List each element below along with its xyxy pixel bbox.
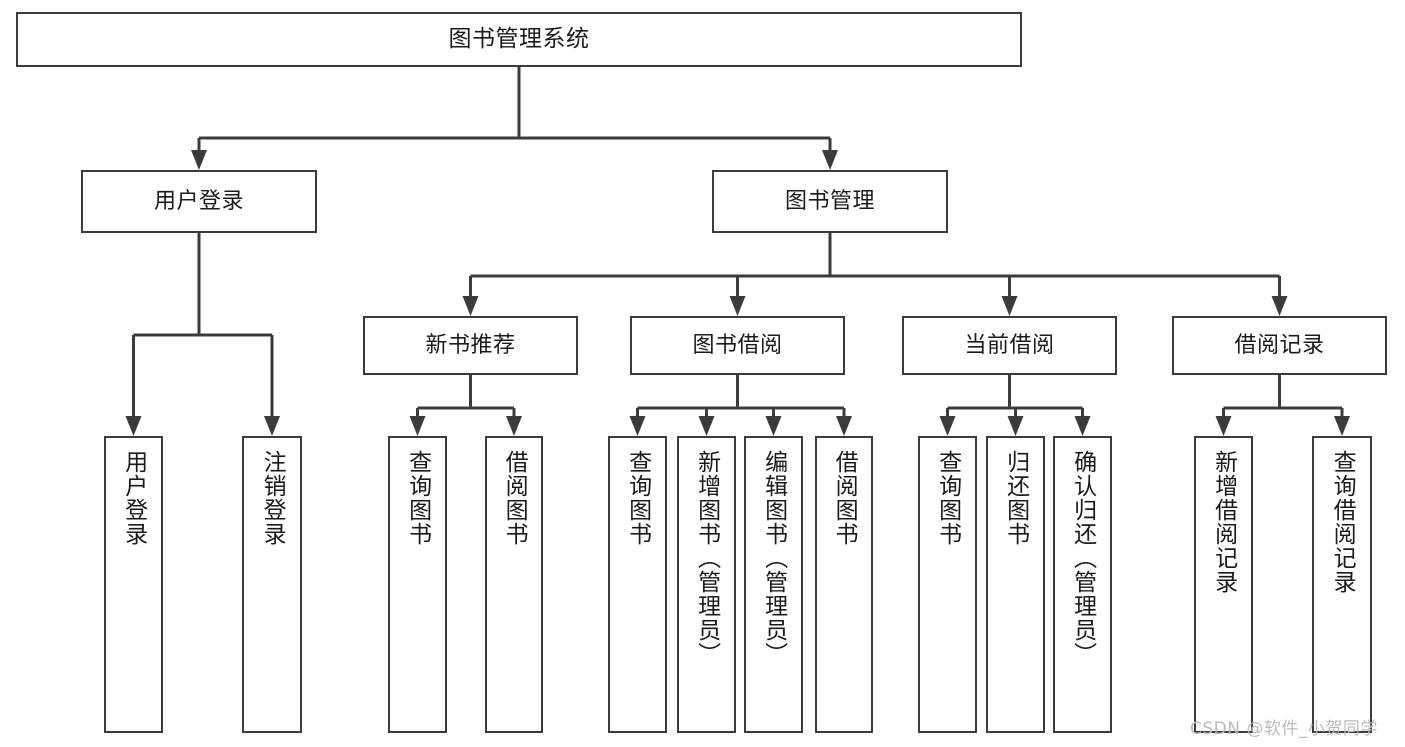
arrow-head-icon — [191, 150, 207, 170]
node-label: 新书推荐 — [425, 332, 516, 358]
node-label: 查询图书 — [404, 450, 431, 546]
arrow-head-icon — [1007, 416, 1024, 436]
node-book-borrow[interactable]: 图书借阅 — [630, 316, 845, 375]
arrow-head-icon — [1271, 296, 1288, 316]
node-leaf-return-book[interactable]: 归还图书 — [986, 436, 1045, 733]
node-label: 新增借阅记录 — [1210, 450, 1237, 594]
node-label: 编辑图书（管理员） — [760, 450, 787, 666]
arrow-head-icon — [125, 416, 142, 436]
node-label: 用户登录 — [120, 450, 147, 546]
node-label: 借阅图书 — [831, 450, 858, 546]
node-label: 用户登录 — [153, 188, 244, 214]
arrow-head-icon — [1215, 416, 1232, 436]
node-leaf-add-record[interactable]: 新增借阅记录 — [1194, 436, 1253, 733]
arrow-head-icon — [939, 416, 956, 436]
node-user-login[interactable]: 用户登录 — [81, 170, 317, 233]
node-leaf-confirm-return[interactable]: 确认归还（管理员） — [1053, 436, 1112, 733]
node-label: 图书管理 — [784, 188, 875, 214]
node-label: 图书借阅 — [692, 332, 783, 358]
arrow-head-icon — [1074, 416, 1091, 436]
node-label: 借阅图书 — [501, 450, 528, 546]
arrow-head-icon — [822, 150, 838, 170]
node-new-book-rec[interactable]: 新书推荐 — [363, 316, 578, 375]
node-label: 查询借阅记录 — [1329, 450, 1356, 594]
node-current-borrow[interactable]: 当前借阅 — [902, 316, 1117, 375]
node-leaf-query-record[interactable]: 查询借阅记录 — [1312, 436, 1372, 733]
node-leaf-user-login[interactable]: 用户登录 — [104, 436, 163, 733]
node-leaf-borrow-book-2[interactable]: 借阅图书 — [815, 436, 873, 733]
node-label: 当前借阅 — [964, 332, 1055, 358]
node-leaf-query-book-1[interactable]: 查询图书 — [388, 436, 447, 733]
arrow-head-icon — [698, 416, 715, 436]
watermark-text: CSDN @软件_小贺同学 — [1190, 719, 1378, 739]
arrow-head-icon — [729, 296, 746, 316]
node-leaf-borrow-book-1[interactable]: 借阅图书 — [485, 436, 543, 733]
node-leaf-query-book-2[interactable]: 查询图书 — [608, 436, 667, 733]
node-label: 查询图书 — [624, 450, 651, 546]
node-leaf-edit-book[interactable]: 编辑图书（管理员） — [744, 436, 803, 733]
arrow-head-icon — [629, 416, 646, 436]
node-label: 新增图书（管理员） — [693, 450, 720, 666]
arrow-head-icon — [506, 416, 522, 436]
arrow-head-icon — [1001, 296, 1018, 316]
arrow-head-icon — [264, 416, 280, 436]
node-label: 归还图书 — [1002, 450, 1029, 546]
arrow-head-icon — [409, 416, 426, 436]
arrow-head-icon — [765, 416, 782, 436]
arrow-head-icon — [462, 296, 479, 316]
node-leaf-logout[interactable]: 注销登录 — [242, 436, 302, 733]
node-label: 借阅记录 — [1234, 332, 1325, 358]
node-borrow-record[interactable]: 借阅记录 — [1172, 316, 1387, 375]
node-root[interactable]: 图书管理系统 — [16, 12, 1022, 67]
node-book-manage[interactable]: 图书管理 — [712, 170, 948, 233]
arrow-head-icon — [836, 416, 852, 436]
node-leaf-add-book[interactable]: 新增图书（管理员） — [677, 436, 736, 733]
node-label: 图书管理系统 — [448, 25, 590, 52]
node-label: 注销登录 — [259, 450, 286, 546]
node-leaf-query-book-3[interactable]: 查询图书 — [918, 436, 977, 733]
node-label: 确认归还（管理员） — [1069, 450, 1096, 666]
arrow-head-icon — [1334, 416, 1350, 436]
node-label: 查询图书 — [934, 450, 961, 546]
